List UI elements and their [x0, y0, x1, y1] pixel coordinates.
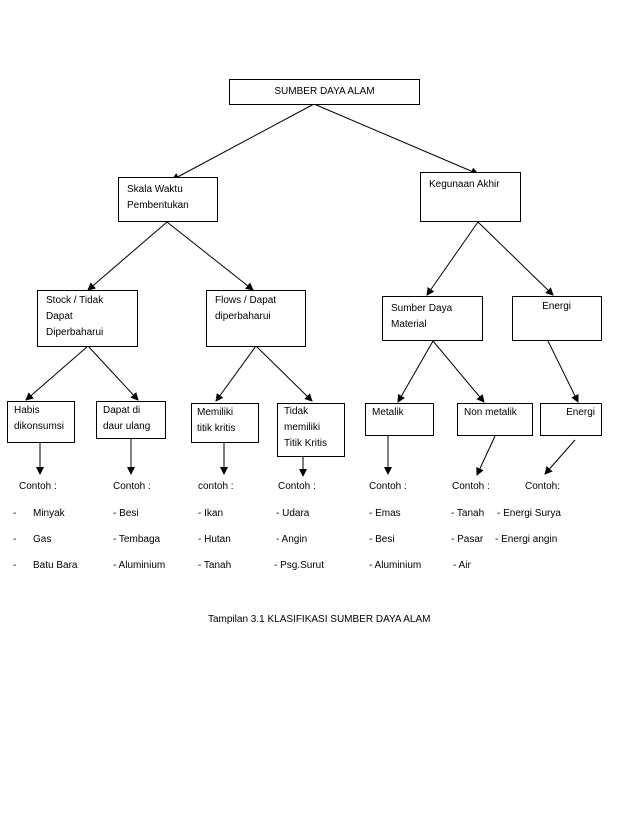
arrow-energi-contoh: [544, 439, 576, 475]
arrow-root-kegunaan: [313, 103, 479, 175]
node-habis-label: Habis dikonsumsi: [14, 405, 65, 432]
node-energi-parent-label: Energi: [542, 301, 571, 312]
examples-habis-heading: Contoh :: [19, 481, 57, 492]
node-skala-label: Skala Waktu Pembentukan: [127, 184, 189, 211]
node-metalik: Metalik: [365, 403, 434, 436]
arrow-stock-daur: [87, 345, 139, 401]
examples-memiliki-item-3: - Tanah: [198, 560, 232, 571]
node-kegunaan-label: Kegunaan Akhir: [429, 179, 500, 190]
examples-habis-dash-1: -: [13, 508, 17, 519]
arrow-material-nonmetalik: [432, 340, 485, 403]
examples-metalik-item-3: - Aluminium: [369, 560, 422, 571]
examples-daur-item-3: - Aluminium: [113, 560, 166, 571]
node-non-metalik: Non metalik: [457, 403, 533, 436]
node-energi-parent: Energi: [512, 296, 602, 341]
node-tidak-memiliki-label: Tidak memiliki Titik Kritis: [284, 406, 327, 449]
node-flows: Flows / Dapat diperbaharui: [206, 290, 306, 347]
examples-memiliki-item-2: - Hutan: [198, 534, 231, 545]
examples-memiliki-heading: contoh :: [198, 481, 234, 492]
examples-habis-dash-2: -: [13, 534, 17, 545]
node-skala-waktu: Skala Waktu Pembentukan: [118, 177, 218, 222]
examples-nonmetalik-item-2: - Pasar: [451, 534, 484, 545]
examples-energi-item-1: - Energi Surya: [497, 508, 561, 519]
arrow-flows-tidak: [255, 345, 313, 402]
examples-memiliki-item-1: - Ikan: [198, 508, 224, 519]
arrow-stock-habis: [25, 345, 89, 401]
node-metalik-label: Metalik: [372, 407, 404, 418]
examples-tidak-heading: Contoh :: [278, 481, 316, 492]
examples-nonmetalik-item-1: - Tanah: [451, 508, 485, 519]
examples-daur-item-1: - Besi: [113, 508, 139, 519]
arrow-kegunaan-material: [426, 221, 479, 296]
examples-metalik-heading: Contoh :: [369, 481, 407, 492]
arrow-nonmetalik-contoh: [476, 435, 496, 476]
examples-nonmetalik-item-3: - Air: [453, 560, 471, 571]
node-daur-ulang: Dapat di daur ulang: [96, 401, 166, 439]
examples-tidak-item-1: - Udara: [276, 508, 310, 519]
examples-metalik-item-1: - Emas: [369, 508, 401, 519]
examples-metalik-item-2: - Besi: [369, 534, 395, 545]
examples-energi-heading: Contoh:: [525, 481, 561, 492]
node-memiliki-label: Memiliki titik kritis: [197, 407, 236, 434]
examples-habis-item-2: Gas: [33, 534, 52, 545]
examples-habis-dash-3: -: [13, 560, 17, 571]
node-flows-label: Flows / Dapat diperbaharui: [215, 295, 277, 322]
arrow-material-metalik: [397, 340, 434, 403]
arrow-root-skala: [171, 103, 315, 181]
arrow-energi-energi: [547, 340, 579, 403]
node-memiliki: Memiliki titik kritis: [191, 403, 259, 443]
arrow-kegunaan-energi: [477, 221, 554, 296]
node-energi-leaf: Energi: [540, 403, 602, 436]
node-stock-label: Stock / Tidak Dapat Diperbaharui: [46, 295, 104, 338]
arrow-skala-stock: [87, 221, 168, 291]
node-habis: Habis dikonsumsi: [7, 401, 75, 443]
examples-tidak-item-2: - Angin: [276, 534, 308, 545]
node-root-label: SUMBER DAYA ALAM: [274, 86, 375, 97]
examples-nonmetalik-heading: Contoh :: [452, 481, 490, 492]
examples-daur-heading: Contoh :: [113, 481, 151, 492]
examples-habis-item-1: Minyak: [33, 508, 65, 519]
figure-caption: Tampilan 3.1 KLASIFIKASI SUMBER DAYA ALA…: [208, 614, 431, 625]
node-daur-label: Dapat di daur ulang: [103, 405, 151, 432]
node-kegunaan-akhir: Kegunaan Akhir: [420, 172, 521, 222]
examples-tidak-item-3: - Psg.Surut: [274, 560, 325, 571]
node-tidak-memiliki: Tidak memiliki Titik Kritis: [277, 403, 345, 457]
examples-habis-item-3: Batu Bara: [33, 560, 78, 571]
examples-energi-item-2: - Energi angin: [495, 534, 558, 545]
node-root: SUMBER DAYA ALAM: [229, 79, 420, 105]
node-non-metalik-label: Non metalik: [464, 407, 517, 418]
examples-daur-item-2: - Tembaga: [113, 534, 161, 545]
node-stock: Stock / Tidak Dapat Diperbaharui: [37, 290, 138, 347]
arrow-skala-flows: [166, 221, 254, 291]
node-energi-leaf-label: Energi: [566, 407, 595, 418]
node-sumber-material-label: Sumber Daya Material: [391, 303, 453, 330]
node-sumber-daya-material: Sumber Daya Material: [382, 296, 483, 341]
arrow-flows-memiliki: [215, 345, 257, 402]
